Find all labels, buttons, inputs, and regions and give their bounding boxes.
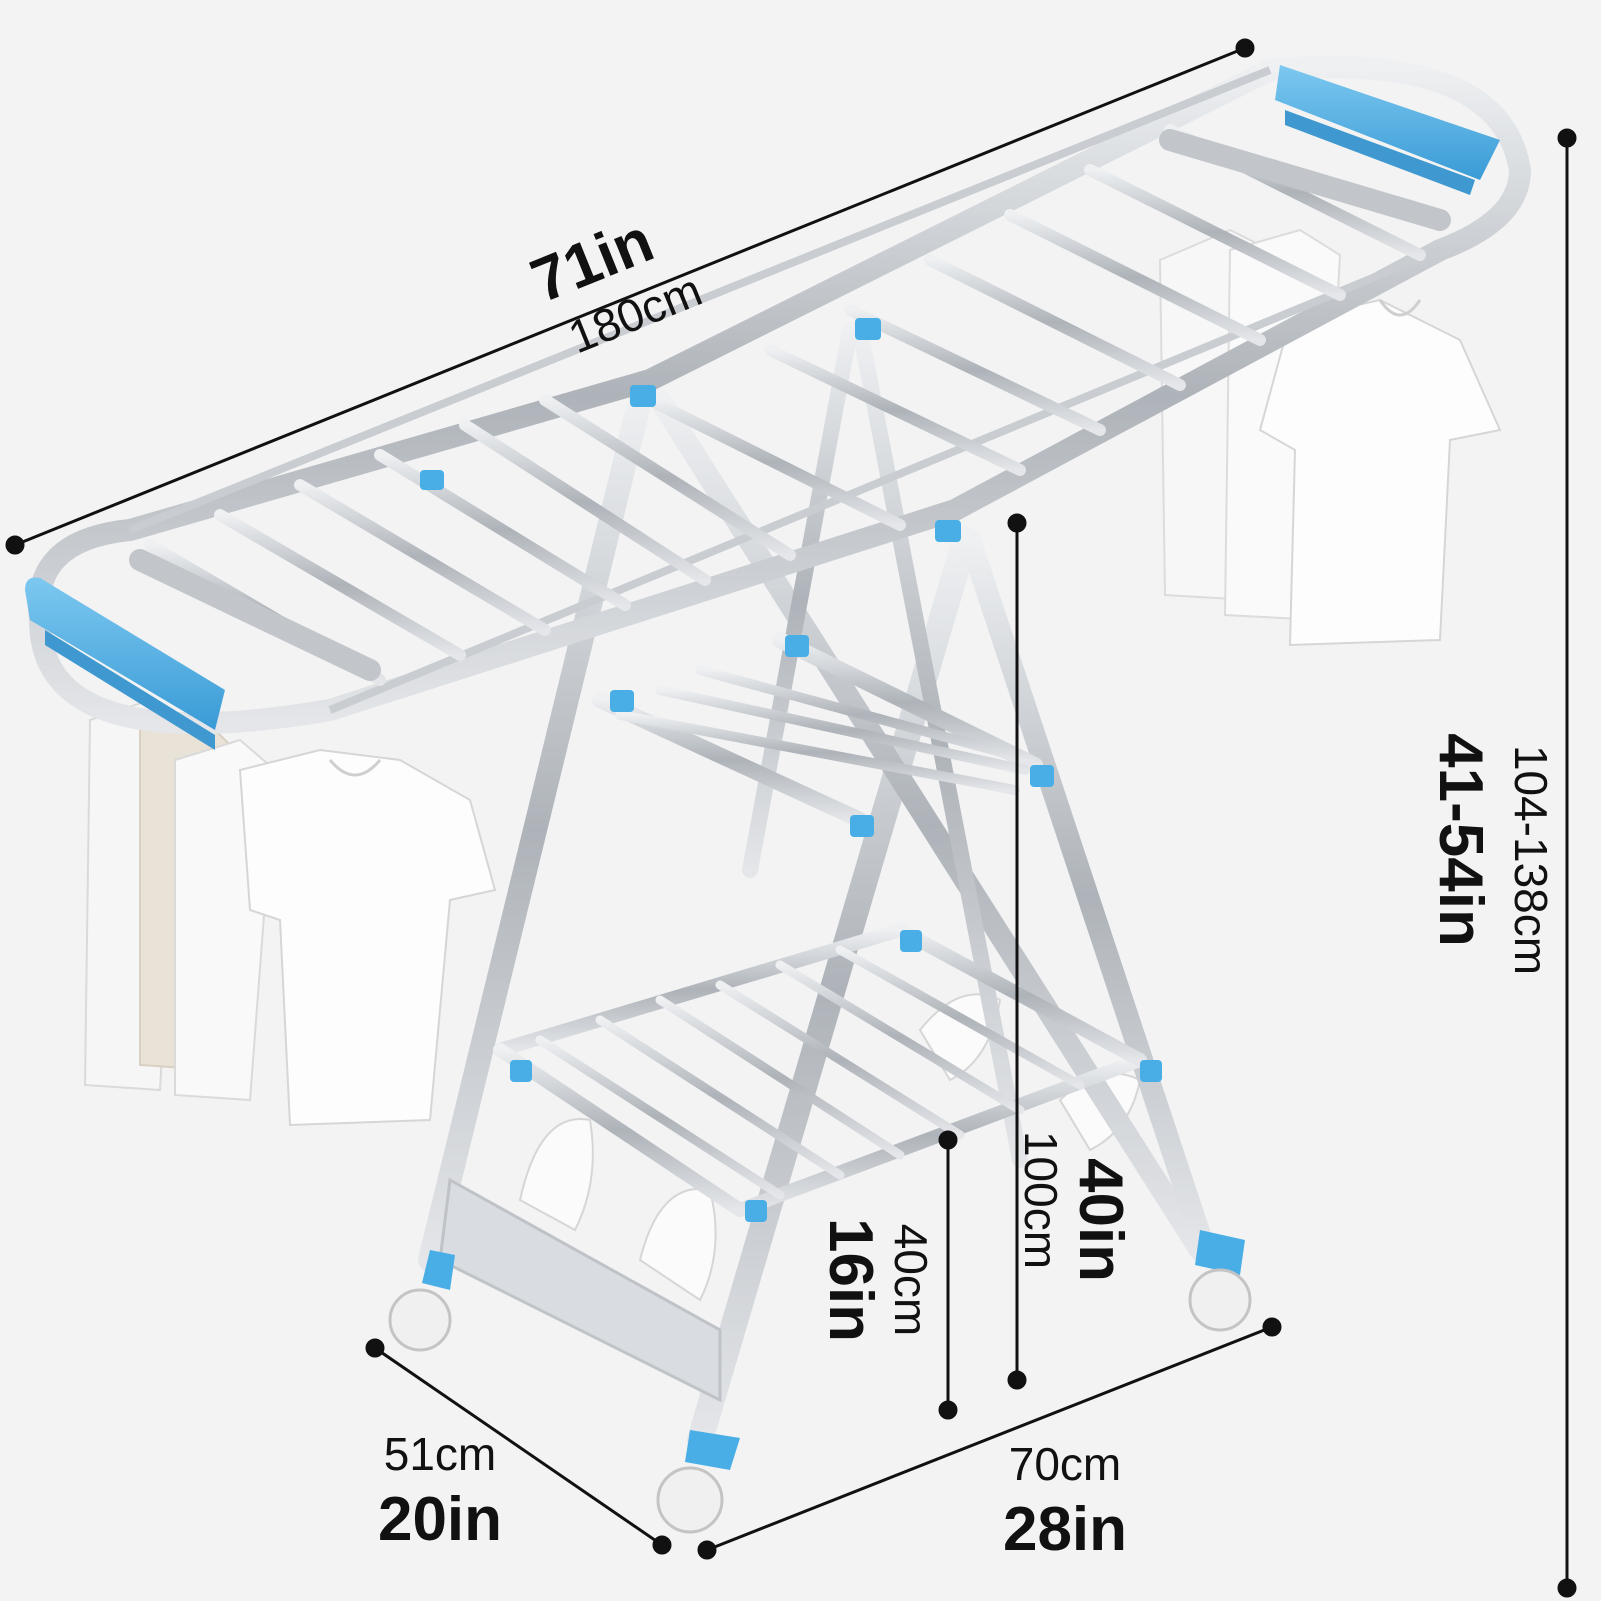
depth-imperial-label: 20in bbox=[378, 1485, 502, 1554]
width-metric-label: 70cm bbox=[1009, 1438, 1121, 1490]
wheels bbox=[388, 1230, 1252, 1534]
width-imperial-label: 28in bbox=[1003, 1495, 1127, 1564]
depth-dimension-line bbox=[374, 1346, 663, 1547]
shelf-height-imperial-label: 16in bbox=[816, 1218, 885, 1342]
rack-height-metric-label: 100cm bbox=[1015, 1131, 1067, 1269]
rack-height-imperial-label: 40in bbox=[1066, 1158, 1135, 1282]
blue-joints bbox=[420, 318, 1162, 1222]
top-frame bbox=[28, 56, 1531, 735]
middle-shelf bbox=[592, 632, 1043, 828]
shoes bbox=[518, 993, 1142, 1302]
blue-clip-bars bbox=[25, 65, 1500, 750]
shelf-height-metric-label: 40cm bbox=[885, 1224, 937, 1336]
length-dimension-line bbox=[14, 46, 1246, 547]
dimension-lines bbox=[5, 38, 1577, 1598]
base-panel bbox=[438, 1177, 722, 1403]
height-imperial-label: 41-54in bbox=[1426, 733, 1495, 947]
hanging-clothes-left bbox=[83, 698, 497, 1127]
height-metric-label: 104-138cm bbox=[1505, 745, 1557, 975]
depth-metric-label: 51cm bbox=[384, 1428, 496, 1480]
hanger-rails bbox=[129, 129, 1451, 681]
width-dimension-line bbox=[706, 1325, 1273, 1552]
